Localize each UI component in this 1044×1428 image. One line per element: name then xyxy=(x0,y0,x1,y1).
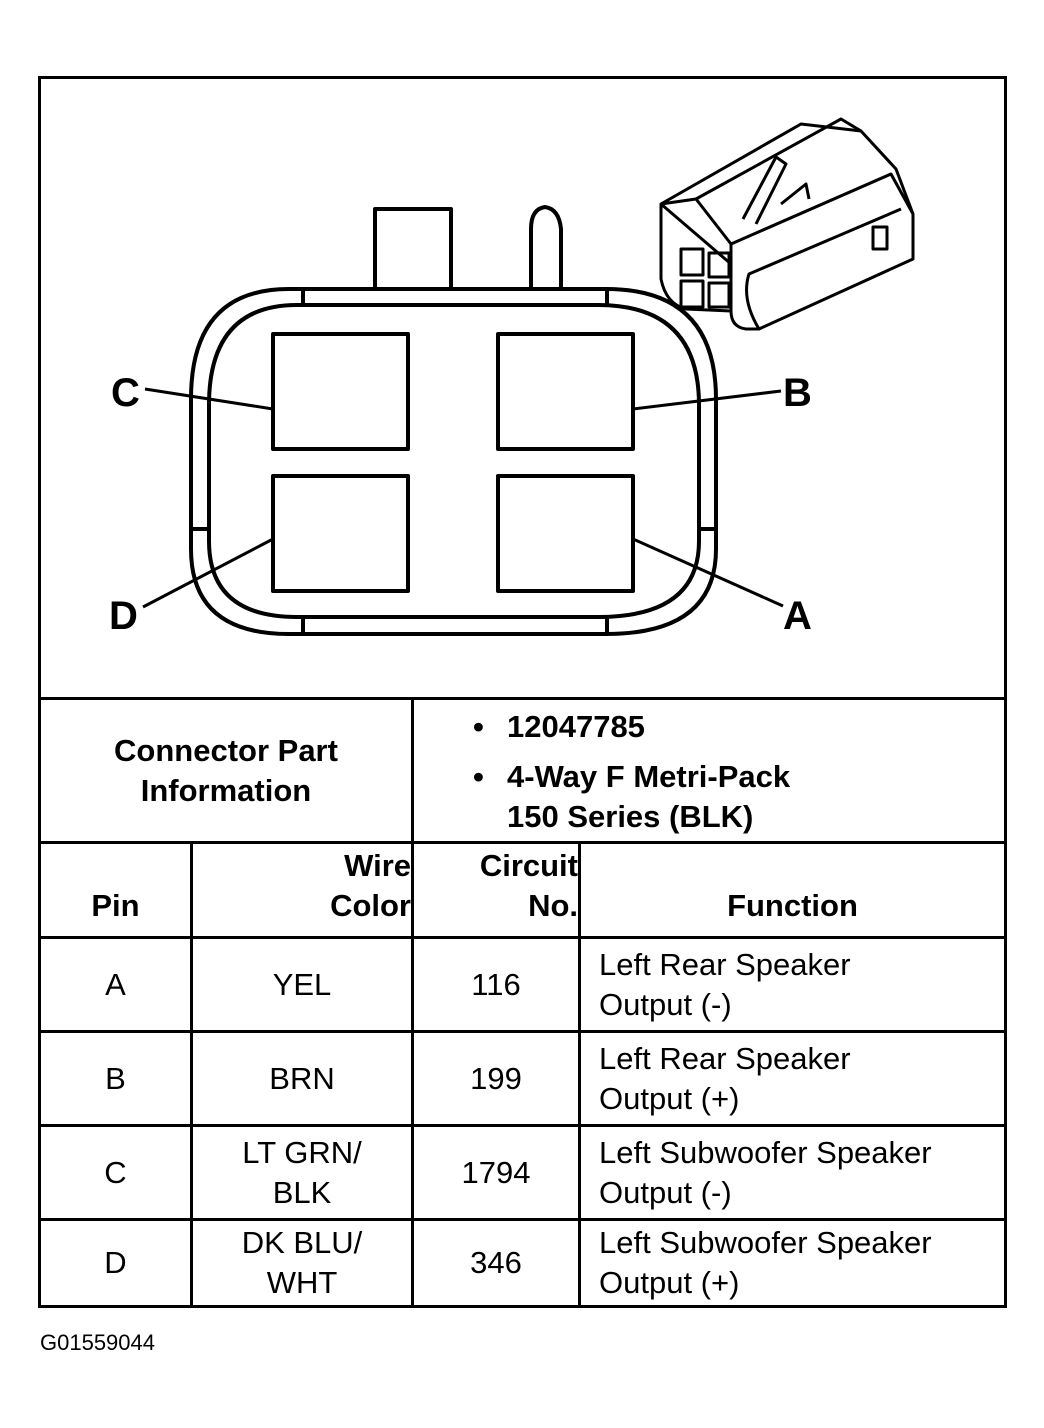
part-number: 12047785 xyxy=(507,709,645,744)
divider-row-c xyxy=(41,1218,1004,1221)
row-b-pin: B xyxy=(105,1060,126,1096)
part-info-label-line2: Information xyxy=(140,772,312,808)
divider-part-info-col xyxy=(411,697,414,1305)
header-wire-color: Wire Color xyxy=(330,848,411,923)
row-c-wire-color: LT GRN/BLK xyxy=(242,1134,362,1210)
figure-id-caption: G01559044 xyxy=(40,1330,155,1355)
row-b-circuit: 199 xyxy=(470,1060,522,1096)
header-function: Function xyxy=(727,888,858,923)
connector-3d-view xyxy=(659,117,915,331)
pin-label-b: B xyxy=(783,371,812,415)
divider-header-bottom xyxy=(41,936,1004,939)
row-a-pin: A xyxy=(105,966,126,1002)
row-a-wire-color: YEL xyxy=(272,966,332,1002)
part-description-line1: 4-Way F Metri-Pack xyxy=(507,759,791,794)
divider-header-top xyxy=(41,841,1004,844)
divider-pin-col xyxy=(190,841,193,1305)
part-info-values: • 12047785 • 4-Way F Metri-Pack 150 Seri… xyxy=(473,707,790,837)
pin-cavity-c xyxy=(271,332,410,451)
pin-cavity-b xyxy=(496,332,635,451)
header-circuit-no: Circuit No. xyxy=(479,848,578,923)
pin-label-d: D xyxy=(109,594,138,638)
row-c-pin: C xyxy=(104,1154,127,1190)
divider-row-a xyxy=(41,1030,1004,1033)
header-pin: Pin xyxy=(91,888,140,923)
connector-housing-outer xyxy=(189,287,718,636)
row-b-wire-color: BRN xyxy=(269,1060,335,1096)
connector-latch-tab xyxy=(373,207,453,289)
divider-part-info-top xyxy=(41,697,1004,700)
diagram-frame: C B D A Connector Part Information • 120… xyxy=(38,76,1007,1308)
connector-face-diagram: C B D A xyxy=(109,117,915,638)
bullet-icon: • xyxy=(473,759,484,794)
connector-housing-inner xyxy=(207,303,701,619)
pin-label-c: C xyxy=(111,371,140,415)
row-c-circuit: 1794 xyxy=(461,1154,531,1190)
part-info-label: Connector Part Information xyxy=(41,700,411,841)
pin-cavity-a xyxy=(496,474,635,593)
row-d-wire-color: DK BLU/WHT xyxy=(241,1225,363,1300)
row-d-pin: D xyxy=(104,1245,127,1280)
row-d-circuit: 346 xyxy=(470,1245,522,1280)
bullet-icon: • xyxy=(473,709,484,744)
part-info-label-line1: Connector Part xyxy=(114,732,338,768)
pin-cavity-d xyxy=(271,474,410,593)
pin-label-a: A xyxy=(783,594,812,638)
divider-circuit-col xyxy=(578,841,581,1305)
row-a-circuit: 116 xyxy=(471,966,521,1002)
connector-key xyxy=(529,205,563,289)
divider-row-b xyxy=(41,1124,1004,1127)
part-description-line2: 150 Series (BLK) xyxy=(507,799,754,834)
